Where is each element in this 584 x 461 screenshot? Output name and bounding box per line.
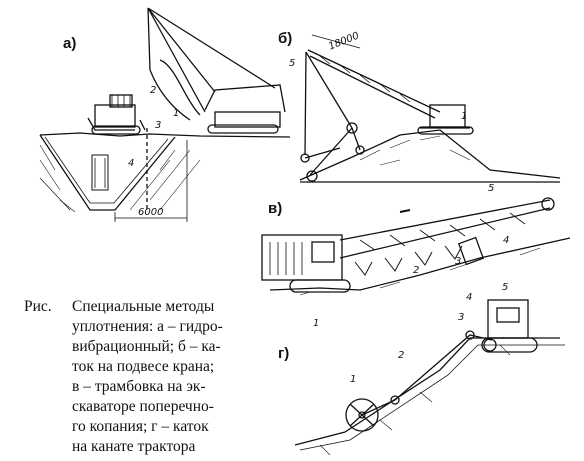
panel-v-label: в): [268, 200, 283, 217]
caption-line: вибрационный; б – ка-: [72, 338, 221, 355]
caption-line: ток на подвесе крана;: [72, 358, 215, 375]
panel-b-drawing: [299, 34, 561, 183]
caption-body: Специальные методы уплотнения: а – гидро…: [72, 297, 234, 457]
panel-g-num-1: 1: [350, 374, 357, 385]
caption-line: Специальные методы: [72, 298, 215, 315]
caption-line: на канате трактора: [72, 438, 196, 455]
panel-v-num-2: 2: [413, 265, 420, 276]
caption-line: в – трамбовка на эк-: [72, 378, 206, 395]
panel-g-label: г): [278, 345, 290, 362]
panel-b-num-1: 1: [461, 111, 468, 122]
panel-v-drawing: [261, 197, 571, 296]
panel-g-num-3: 3: [458, 312, 465, 323]
caption-prefix: Рис.: [24, 298, 52, 315]
panel-a-label: а): [63, 35, 77, 52]
caption-line: го копания; г – каток: [72, 418, 209, 435]
panel-a-dimension: 6000: [138, 207, 164, 218]
panel-b-num-5: 5: [289, 58, 296, 69]
panel-a-num-1: 1: [173, 108, 180, 119]
panel-a-num-4: 4: [128, 158, 135, 169]
panel-g-drawing: [294, 299, 565, 456]
panel-v-num-3: 3: [455, 256, 462, 267]
panel-b-label: б): [278, 30, 293, 47]
panel-v-num-1: 1: [313, 318, 320, 329]
panel-g-num-5: 5: [502, 282, 509, 293]
panel-v-num-4: 4: [503, 235, 510, 246]
panel-a-num-2: 2: [150, 85, 157, 96]
panel-v-num-5: 5: [488, 183, 495, 194]
caption-line: скаваторе поперечно-: [72, 398, 214, 415]
panel-g-num-2: 2: [398, 350, 405, 361]
panel-a-drawing: [39, 7, 291, 222]
caption-line: уплотнения: а – гидро-: [72, 318, 223, 335]
panel-g-num-4: 4: [466, 292, 473, 303]
panel-a-num-3: 3: [155, 120, 162, 131]
